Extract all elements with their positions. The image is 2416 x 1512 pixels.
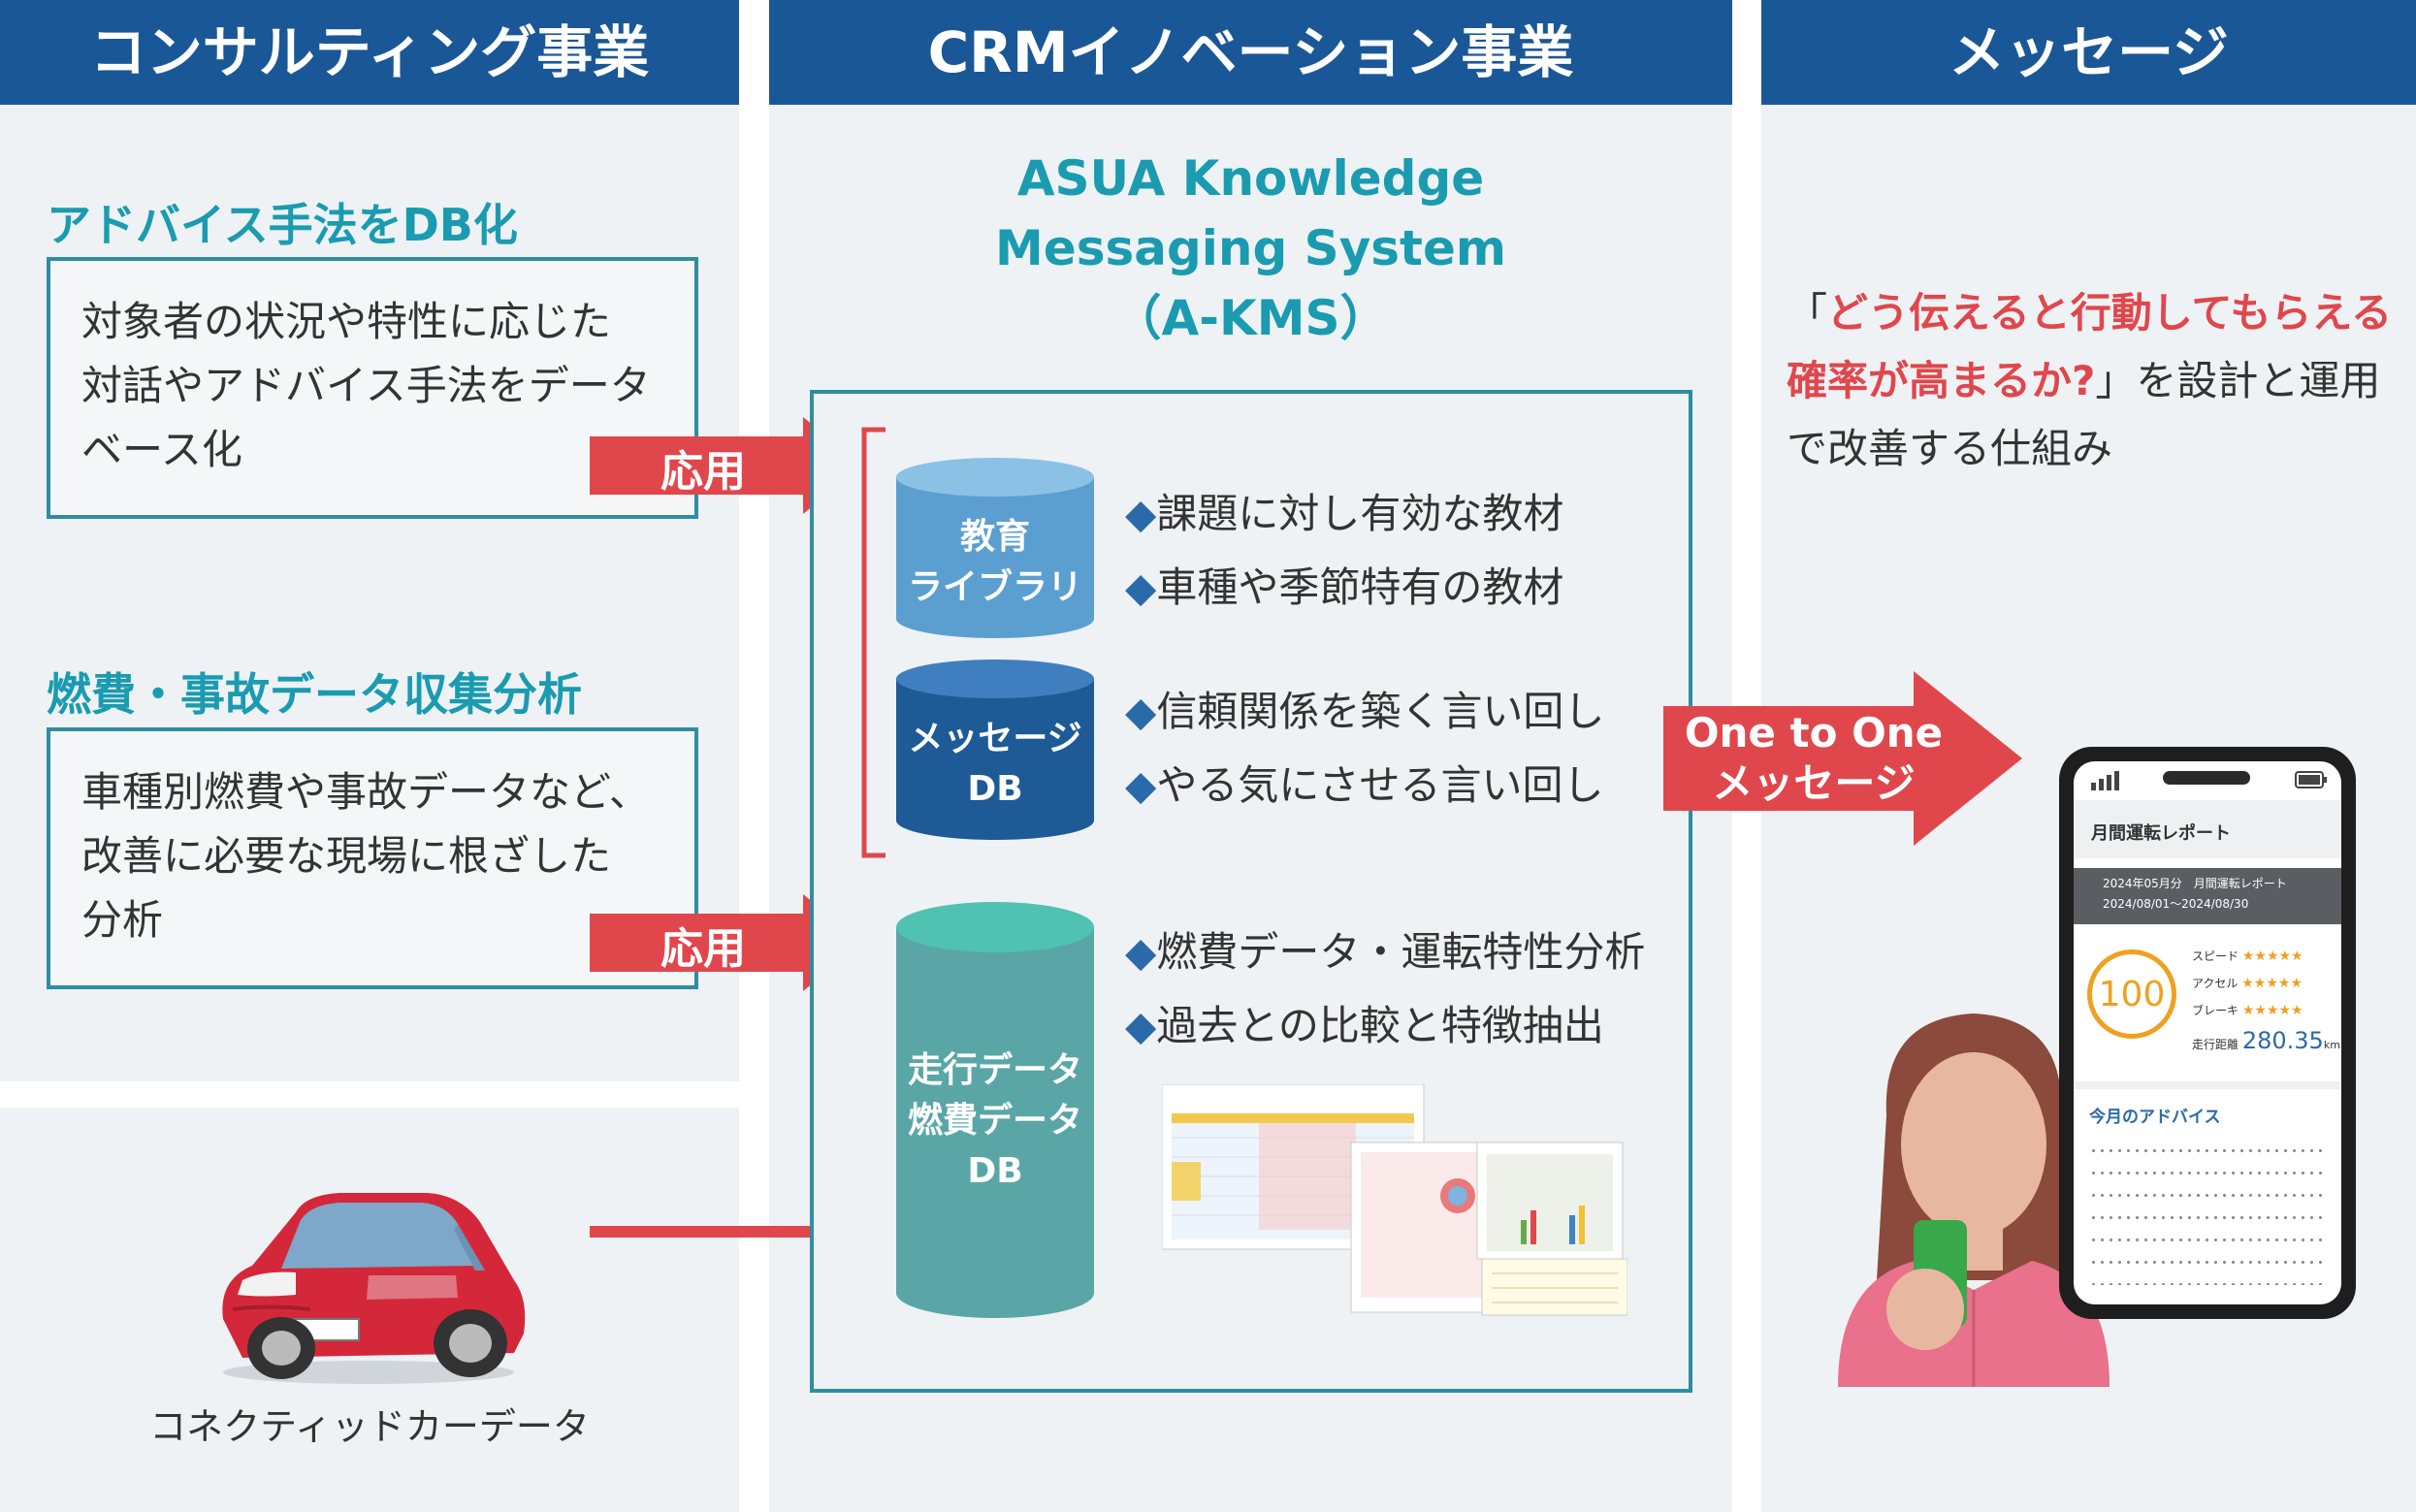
phone-screen: 月間運転レポート 2024年05月分 月間運転レポート 2024/08/01～2…	[2074, 761, 2341, 1304]
score-circle	[2087, 949, 2176, 1039]
bullet-diamond-icon: ◆	[1125, 688, 1157, 735]
message-line-1: 「どう伝えると行動してもらえる	[1787, 289, 2393, 337]
report-period-line-2: 2024/08/01～2024/08/30	[2103, 897, 2249, 911]
education-library-cylinder	[896, 458, 1094, 638]
fuel-line-2: 改善に必要な現場に根ざした	[81, 832, 612, 880]
education-bullets: ◆課題に対し有効な教材 ◆車種や季節特有の教材	[1125, 477, 1563, 625]
header-consulting: コンサルティング事業	[0, 0, 739, 105]
education-library-label: 教育 ライブラリ	[894, 512, 1096, 613]
header-crm: CRMイノベーション事業	[769, 0, 1732, 105]
distance-readout: 走行距離 280.35km	[2192, 1027, 2340, 1054]
kms-title-line-2: Messaging System	[995, 220, 1506, 276]
message-db-line-2: DB	[967, 769, 1023, 809]
db-group-bracket	[861, 427, 886, 858]
bullet-diamond-icon: ◆	[1125, 490, 1157, 537]
analysis-report-thumbnails	[1162, 1084, 1627, 1316]
one-to-one-line-1: One to One	[1684, 709, 1944, 756]
rating-brake: ブレーキ ★★★★★	[2192, 1003, 2303, 1018]
signal-icon	[2091, 771, 2119, 790]
message-db-line-1: メッセージ	[908, 719, 1082, 758]
bullet-diamond-icon: ◆	[1125, 761, 1157, 809]
kms-title-line-1: ASUA Knowledge	[1016, 150, 1485, 207]
car-data-arrow	[590, 1210, 863, 1253]
message-db-label: メッセージ DB	[894, 714, 1096, 815]
bullet-diamond-icon: ◆	[1125, 928, 1157, 976]
bullet-diamond-icon: ◆	[1125, 1002, 1157, 1049]
score-value: 100	[2098, 975, 2166, 1014]
advice-line-1: 対象者の状況や特性に応じた	[81, 298, 612, 345]
driving-data-db-label: 走行データ 燃費データ DB	[894, 1046, 1096, 1197]
message-description: 「どう伝えると行動してもらえる 確率が高まるか?」を設計と運用 で改善する仕組み	[1787, 279, 2407, 483]
report-period-line-1: 2024年05月分 月間運転レポート	[2103, 877, 2287, 890]
advice-db-title: アドバイス手法をDB化	[47, 199, 518, 251]
fuel-accident-title: 燃費・事故データ収集分析	[47, 668, 582, 721]
apply-arrow-1	[590, 417, 863, 514]
kms-title: ASUA Knowledge Messaging System （A-KMS）	[769, 144, 1732, 353]
connected-car-caption: コネクティッドカーデータ	[149, 1405, 590, 1448]
advice-line-2: 対話やアドバイス手法をデータ	[81, 362, 651, 409]
report-title: 月間運転レポート	[2091, 823, 2231, 844]
message-bullet-1: ◆信頼関係を築く言い回し	[1125, 688, 1605, 735]
car-illustration	[222, 1193, 526, 1384]
driving-db-line-1: 走行データ	[907, 1050, 1082, 1090]
notch	[2163, 771, 2250, 785]
monthly-advice-title: 今月のアドバイス	[2089, 1108, 2221, 1127]
advice-line-3: ベース化	[81, 426, 242, 473]
message-db-cylinder	[896, 659, 1094, 840]
apply-label-1: 応用	[660, 447, 746, 497]
one-to-one-line-2: メッセージ	[1712, 759, 1916, 807]
report-period-bar	[2074, 868, 2341, 924]
advice-divider	[2074, 1081, 2341, 1089]
message-line-2: 確率が高まるか?」を設計と運用	[1787, 357, 2381, 404]
apply-arrow-2	[590, 894, 863, 991]
rating-speed: スピード ★★★★★	[2192, 949, 2303, 964]
one-to-one-arrow	[1663, 671, 2022, 846]
education-bullet-1: ◆課題に対し有効な教材	[1125, 490, 1564, 537]
driving-bullet-1: ◆燃費データ・運転特性分析	[1125, 928, 1646, 976]
fuel-line-1: 車種別燃費や事故データなど、	[81, 768, 650, 816]
one-to-one-label: One to One メッセージ	[1663, 708, 1964, 809]
message-bullets: ◆信頼関係を築く言い回し ◆やる気にさせる言い回し	[1125, 675, 1604, 822]
rating-accel: アクセル ★★★★★	[2192, 976, 2303, 991]
driving-bullet-2: ◆過去との比較と特徴抽出	[1125, 1002, 1604, 1049]
apply-label-2: 応用	[660, 924, 746, 974]
kms-title-line-3: （A-KMS）	[1112, 290, 1389, 346]
advice-text-placeholder	[2089, 1140, 2328, 1285]
message-bullet-2: ◆やる気にさせる言い回し	[1125, 761, 1604, 809]
message-line-3: で改善する仕組み	[1787, 425, 2113, 472]
driving-db-line-3: DB	[967, 1151, 1023, 1191]
driving-db-line-2: 燃費データ	[907, 1101, 1082, 1141]
bullet-diamond-icon: ◆	[1125, 563, 1157, 611]
battery-icon	[2295, 771, 2327, 788]
woman-illustration	[1838, 1013, 2110, 1387]
report-header-bar	[2074, 800, 2341, 858]
education-bullet-2: ◆車種や季節特有の教材	[1125, 563, 1564, 611]
driving-data-db-cylinder	[896, 902, 1094, 1318]
education-library-line-2: ライブラリ	[907, 567, 1082, 607]
education-library-line-1: 教育	[959, 517, 1030, 557]
driving-bullets: ◆燃費データ・運転特性分析 ◆過去との比較と特徴抽出	[1125, 916, 1645, 1063]
header-message: メッセージ	[1761, 0, 2416, 105]
fuel-line-3: 分析	[81, 896, 164, 944]
